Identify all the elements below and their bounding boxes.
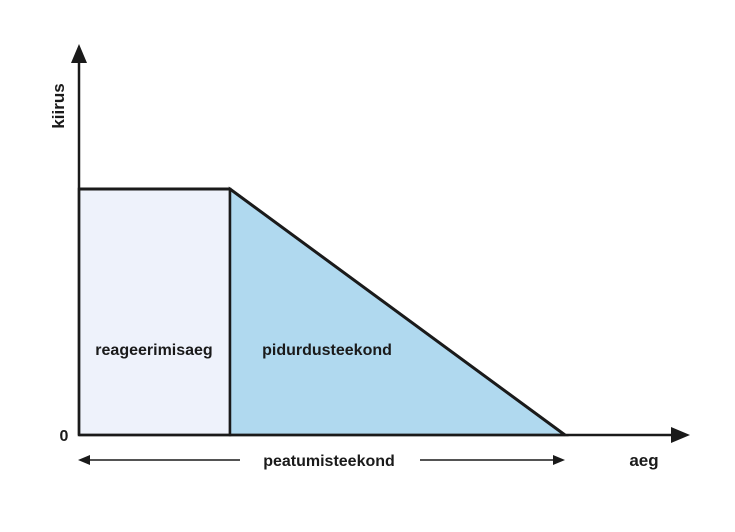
y-axis-label: kiirus [49,83,68,128]
x-axis-label: aeg [629,451,658,470]
stopping-distance-label: peatumisteekond [263,453,395,470]
x-axis-arrowhead [671,427,690,443]
stopping-distance-arrowhead-left [78,455,90,465]
braking-region-label: pidurdusteekond [262,342,392,359]
reaction-region-label: reageerimisaeg [95,342,212,359]
speed-line [79,187,566,437]
reaction-region [77,187,232,437]
stopping-distance-arrowhead-right [553,455,565,465]
origin-label: 0 [60,428,69,445]
y-axis-arrowhead [71,44,87,63]
